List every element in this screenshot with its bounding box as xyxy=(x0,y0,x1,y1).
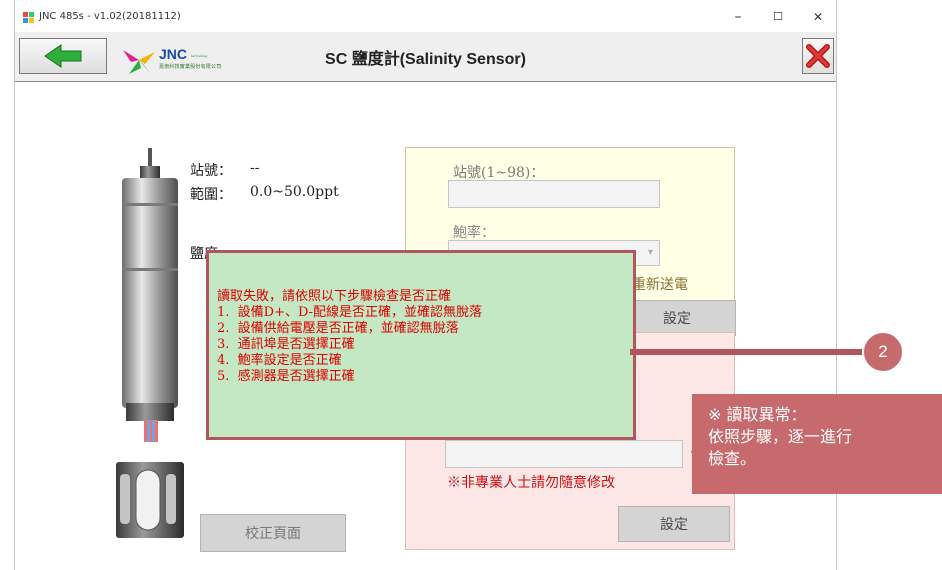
callout-connector xyxy=(630,349,870,355)
maximize-button[interactable]: ☐ xyxy=(773,10,783,23)
logo-tagline: technology xyxy=(191,54,208,58)
station-number-label: 站號(1~98)： xyxy=(453,165,545,181)
warning-note: ※非專業人士請勿隨意修改 xyxy=(447,475,615,491)
settings-set-button[interactable]: 設定 xyxy=(618,300,736,336)
error-line-5: 5. 感測器是否選擇正確 xyxy=(217,369,355,384)
salinity-sensor-icon xyxy=(116,148,184,538)
close-x-icon xyxy=(806,44,830,68)
chevron-down-icon: ▾ xyxy=(647,247,653,258)
error-line-0: 讀取失敗，請依照以下步驟檢查是否正確 xyxy=(217,289,452,304)
error-line-3: 3. 通訊埠是否選擇正確 xyxy=(217,337,355,352)
temperature-set-button[interactable]: 設定 xyxy=(618,506,730,542)
window-title: JNC 485s - v1.02(20181112) xyxy=(39,11,181,22)
baud-rate-label: 鮑率： xyxy=(453,225,495,241)
calibration-page-button[interactable]: 校正頁面 xyxy=(200,514,346,552)
callout-number-badge: 2 xyxy=(862,331,904,373)
temperature-input[interactable] xyxy=(445,440,683,468)
annotation-line-2: 檢查。 xyxy=(708,449,757,468)
error-dialog: 讀取失敗，請依照以下步驟檢查是否正確 1. 設備D+、D-配線是否正確，並確認無… xyxy=(206,250,636,440)
logo-subtext: 嘉南科技實業股份有限公司 xyxy=(159,64,222,70)
annotation-line-1: 依照步驟，逐一進行 xyxy=(708,427,853,446)
close-window-button[interactable]: ✕ xyxy=(812,10,824,24)
minimize-button[interactable]: – xyxy=(734,9,742,25)
annotation-line-0: ※ 讀取異常： xyxy=(708,405,807,424)
back-arrow-icon xyxy=(44,44,82,68)
range-label: 範圍： xyxy=(190,187,232,203)
station-number-input[interactable] xyxy=(448,180,660,208)
app-icon xyxy=(23,12,34,23)
app-header: JNC 嘉南科技實業股份有限公司 technology SC 鹽度計(Salin… xyxy=(15,32,836,82)
back-button[interactable] xyxy=(19,38,107,74)
close-page-button[interactable] xyxy=(802,38,834,74)
jnc-logo-icon xyxy=(123,50,155,74)
logo-text: JNC xyxy=(159,46,188,62)
error-message: 讀取失敗，請依照以下步驟檢查是否正確 1. 設備D+、D-配線是否正確，並確認無… xyxy=(217,289,482,385)
error-line-4: 4. 鮑率設定是否正確 xyxy=(217,353,342,368)
annotation-box: ※ 讀取異常： 依照步驟，逐一進行 檢查。 xyxy=(692,394,942,494)
error-line-1: 1. 設備D+、D-配線是否正確，並確認無脫落 xyxy=(217,305,483,320)
error-line-2: 2. 設備供給電壓是否正確，並確認無脫落 xyxy=(217,321,459,336)
reboot-note: 重新送電 xyxy=(632,277,688,293)
range-value: 0.0~50.0ppt xyxy=(250,184,339,200)
title-bar: JNC 485s - v1.02(20181112) – ☐ ✕ xyxy=(15,0,836,32)
station-value: -- xyxy=(250,160,260,176)
station-label: 站號： xyxy=(190,163,232,179)
